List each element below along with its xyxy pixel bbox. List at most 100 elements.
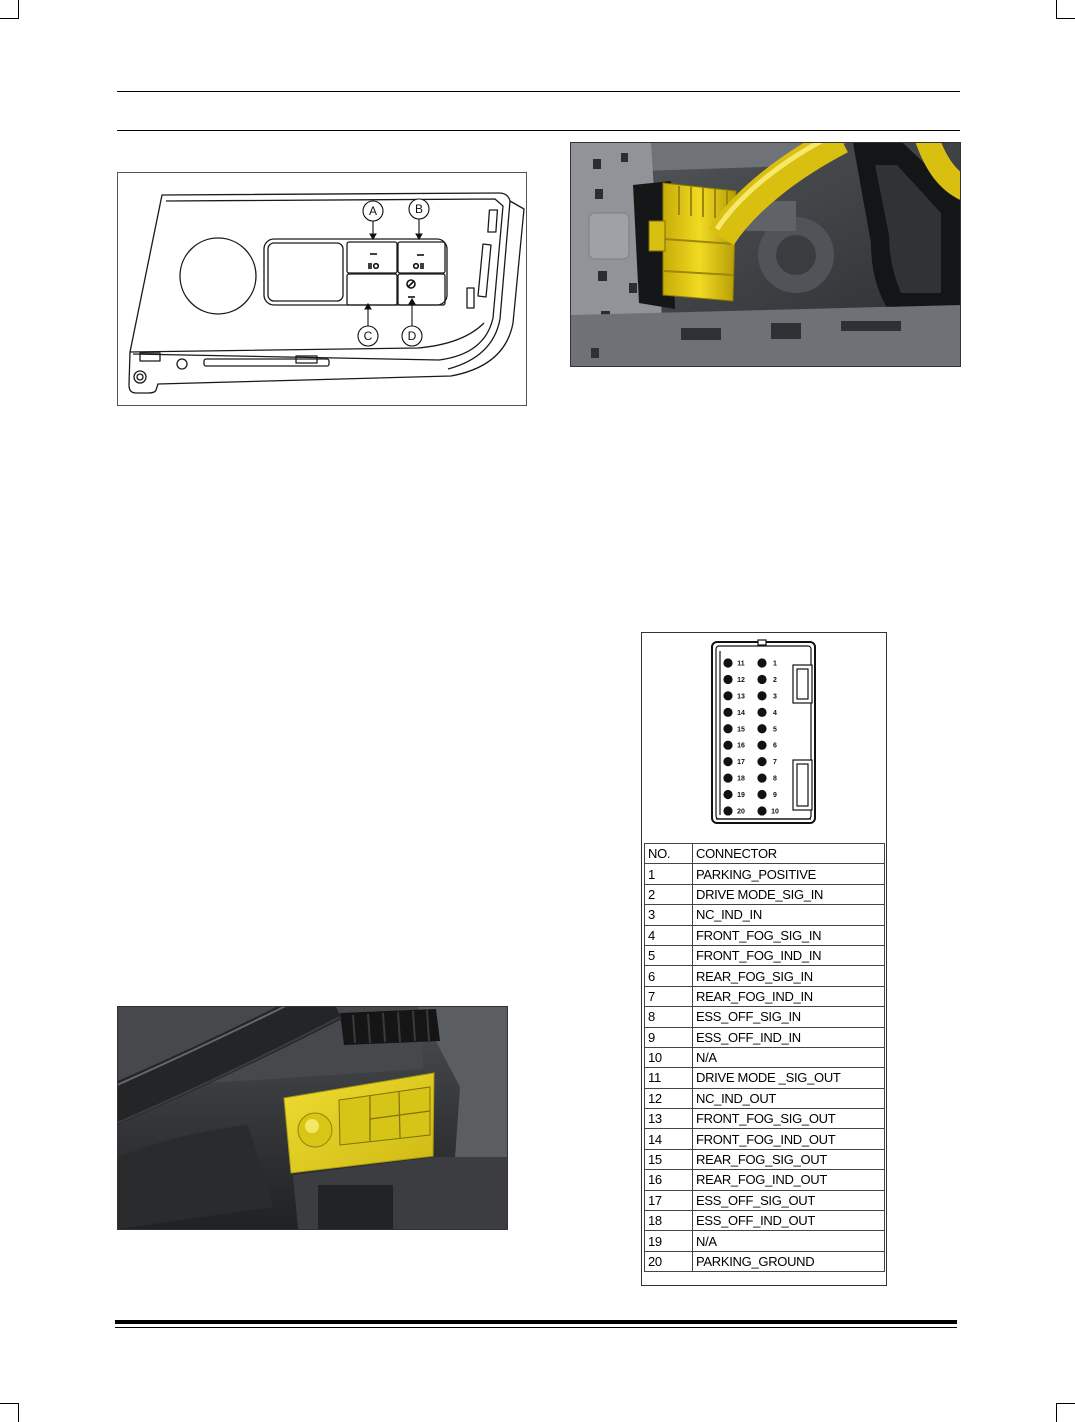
pin-contact (757, 691, 767, 701)
pin-number-cell: 6 (644, 965, 693, 987)
lower-dash-recess (318, 1185, 393, 1229)
pin-contact (757, 740, 767, 750)
connector-signal-cell: DRIVE MODE _SIG_OUT (692, 1067, 885, 1089)
connector-signal-cell: FRONT_FOG_SIG_IN (692, 924, 885, 946)
dashboard-photo-render (118, 1007, 507, 1229)
connector-location-photo (570, 142, 961, 367)
pin-number-cell: 3 (644, 904, 693, 926)
pin-number-label: 4 (773, 710, 777, 717)
panel-outline (128, 192, 525, 394)
embossed-mark (588, 212, 630, 260)
steering-wheel-rim (118, 1007, 343, 1125)
switch-button-group (338, 1086, 431, 1146)
pin-number-cell: 5 (644, 944, 693, 967)
pin-number-label: 3 (773, 693, 777, 700)
vent-slats (352, 1009, 430, 1044)
button-d (397, 273, 446, 306)
header-rule-top (117, 91, 960, 92)
right-slot-middle (477, 243, 492, 298)
pin-number-label: 1 (773, 661, 777, 668)
button-cluster-outline (263, 238, 448, 306)
bracket-inner (875, 165, 941, 293)
connector-signal-cell: N/A (692, 1046, 885, 1069)
switch-location-photo (117, 1006, 508, 1230)
second-harness-cable (915, 143, 960, 200)
pin-contact (723, 773, 733, 783)
pin-contact (757, 724, 767, 734)
knob-highlight (305, 1119, 319, 1133)
front-fog-icon (368, 262, 380, 270)
button-b (397, 241, 446, 274)
pin-contact (723, 757, 733, 767)
pin-number-label: 9 (773, 792, 777, 799)
pin-contact (757, 658, 767, 668)
pin-number-label: 7 (773, 759, 777, 766)
callout-a-label: A (369, 204, 377, 218)
header-rule-bottom (117, 130, 960, 131)
callout-d-label: D (408, 329, 417, 343)
mount-hole-icon (176, 358, 188, 370)
connector-signal-cell: N/A (692, 1230, 885, 1252)
pin-number-cell: 1 (644, 863, 693, 885)
connector-ribs (663, 186, 735, 276)
table-header-row: NO. CONNECTOR (644, 842, 885, 865)
connector-signal-cell: REAR_FOG_IND_IN (692, 985, 885, 1008)
connector-signal-cell: ESS_OFF_SIG_IN (692, 1006, 885, 1028)
ledge-slots (591, 321, 901, 358)
callout-d-circle (401, 325, 423, 347)
pin-contact (723, 707, 733, 717)
pin-contact (757, 773, 767, 783)
pin-number-label: 12 (737, 677, 745, 684)
pin-number-cell: 8 (644, 1006, 693, 1028)
crop-mark-top-left (0, 0, 19, 19)
pin-number-cell: 14 (644, 1128, 693, 1150)
pin-contact (723, 789, 733, 800)
rotary-knob-outline (179, 237, 257, 315)
connector-photo-render (571, 143, 960, 366)
yellow-harness-cable (708, 143, 848, 246)
pin-contact (757, 674, 767, 685)
connector-signal-cell: REAR_FOG_IND_OUT (692, 1169, 885, 1191)
callout-b-circle (408, 198, 430, 220)
housing-top-key (757, 639, 767, 646)
locking-notch-upper (792, 664, 813, 704)
pin-number-cell: 20 (644, 1250, 693, 1273)
connector-signal-cell: FRONT_FOG_IND_OUT (692, 1128, 885, 1150)
rear-fog-icon (412, 262, 424, 270)
pin-number-label: 8 (773, 776, 777, 783)
bottom-small-slot (295, 355, 318, 364)
connector-signal-cell: REAR_FOG_SIG_OUT (692, 1148, 885, 1171)
rim-lower-edge (118, 1016, 341, 1124)
panel-bevel-line (132, 198, 504, 361)
switch-panel-drawing: A B C D (128, 192, 525, 394)
tab-screw-hole-icon (133, 370, 147, 384)
pin-number-cell: 12 (644, 1087, 693, 1110)
pin-number-cell: 15 (644, 1148, 693, 1171)
button-dividers (369, 1091, 431, 1141)
pin-number-cell: 18 (644, 1210, 693, 1232)
callout-b-label: B (415, 202, 423, 216)
pin-number-cell: 10 (644, 1046, 693, 1069)
pin-number-cell: 13 (644, 1108, 693, 1130)
pin-contact (757, 806, 767, 816)
pin-number-cell: 11 (644, 1067, 693, 1089)
connector-signal-cell: ESS_OFF_IND_OUT (692, 1210, 885, 1232)
locking-notch-lower (792, 759, 813, 811)
pin-number-cell: 2 (644, 883, 693, 906)
pin-contact (723, 724, 733, 734)
header-no: NO. (644, 842, 693, 865)
panel-bottom-band (129, 322, 485, 353)
steering-column (118, 1125, 273, 1229)
